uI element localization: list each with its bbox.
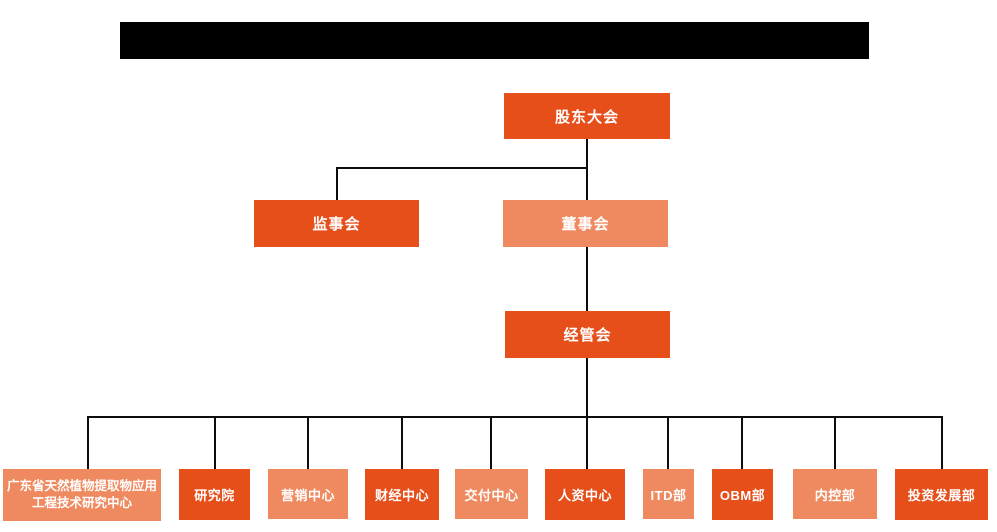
org-node-dept-finance-center: 财经中心 xyxy=(365,469,439,520)
edge-branch-supervisory xyxy=(336,167,588,169)
edge-drop-dept-2 xyxy=(307,416,309,471)
edge-board-management xyxy=(586,246,588,312)
org-node-board-of-directors: 董事会 xyxy=(503,200,668,247)
edge-department-bus xyxy=(87,416,943,418)
org-node-dept-research-institute: 研究院 xyxy=(179,469,250,520)
redacted-title-bar xyxy=(120,22,869,59)
edge-drop-dept-7 xyxy=(741,416,743,471)
edge-drop-dept-5 xyxy=(586,416,588,471)
edge-drop-dept-1 xyxy=(214,416,216,471)
org-node-dept-obm: OBM部 xyxy=(712,469,773,520)
org-node-dept-marketing-center: 营销中心 xyxy=(268,469,348,519)
edge-drop-dept-9 xyxy=(941,416,943,471)
edge-drop-dept-4 xyxy=(490,416,492,471)
org-node-shareholders-meeting: 股东大会 xyxy=(504,93,670,139)
org-node-management-committee: 经管会 xyxy=(505,311,670,358)
edge-drop-dept-3 xyxy=(401,416,403,471)
org-node-dept-investment-development: 投资发展部 xyxy=(895,469,988,520)
org-node-dept-hr-center: 人资中心 xyxy=(545,469,625,520)
org-node-dept-research-center: 广东省天然植物提取物应用工程技术研究中心 xyxy=(3,469,161,521)
org-node-dept-delivery-center: 交付中心 xyxy=(455,469,528,519)
edge-drop-supervisory xyxy=(336,167,338,201)
edge-shareholders-board xyxy=(586,139,588,201)
org-node-dept-itd: ITD部 xyxy=(643,469,694,519)
edge-drop-dept-0 xyxy=(87,416,89,471)
edge-drop-dept-8 xyxy=(834,416,836,471)
org-node-supervisory-board: 监事会 xyxy=(254,200,419,247)
edge-management-bus xyxy=(586,357,588,417)
edge-drop-dept-6 xyxy=(667,416,669,471)
org-node-dept-internal-control: 内控部 xyxy=(793,469,877,519)
